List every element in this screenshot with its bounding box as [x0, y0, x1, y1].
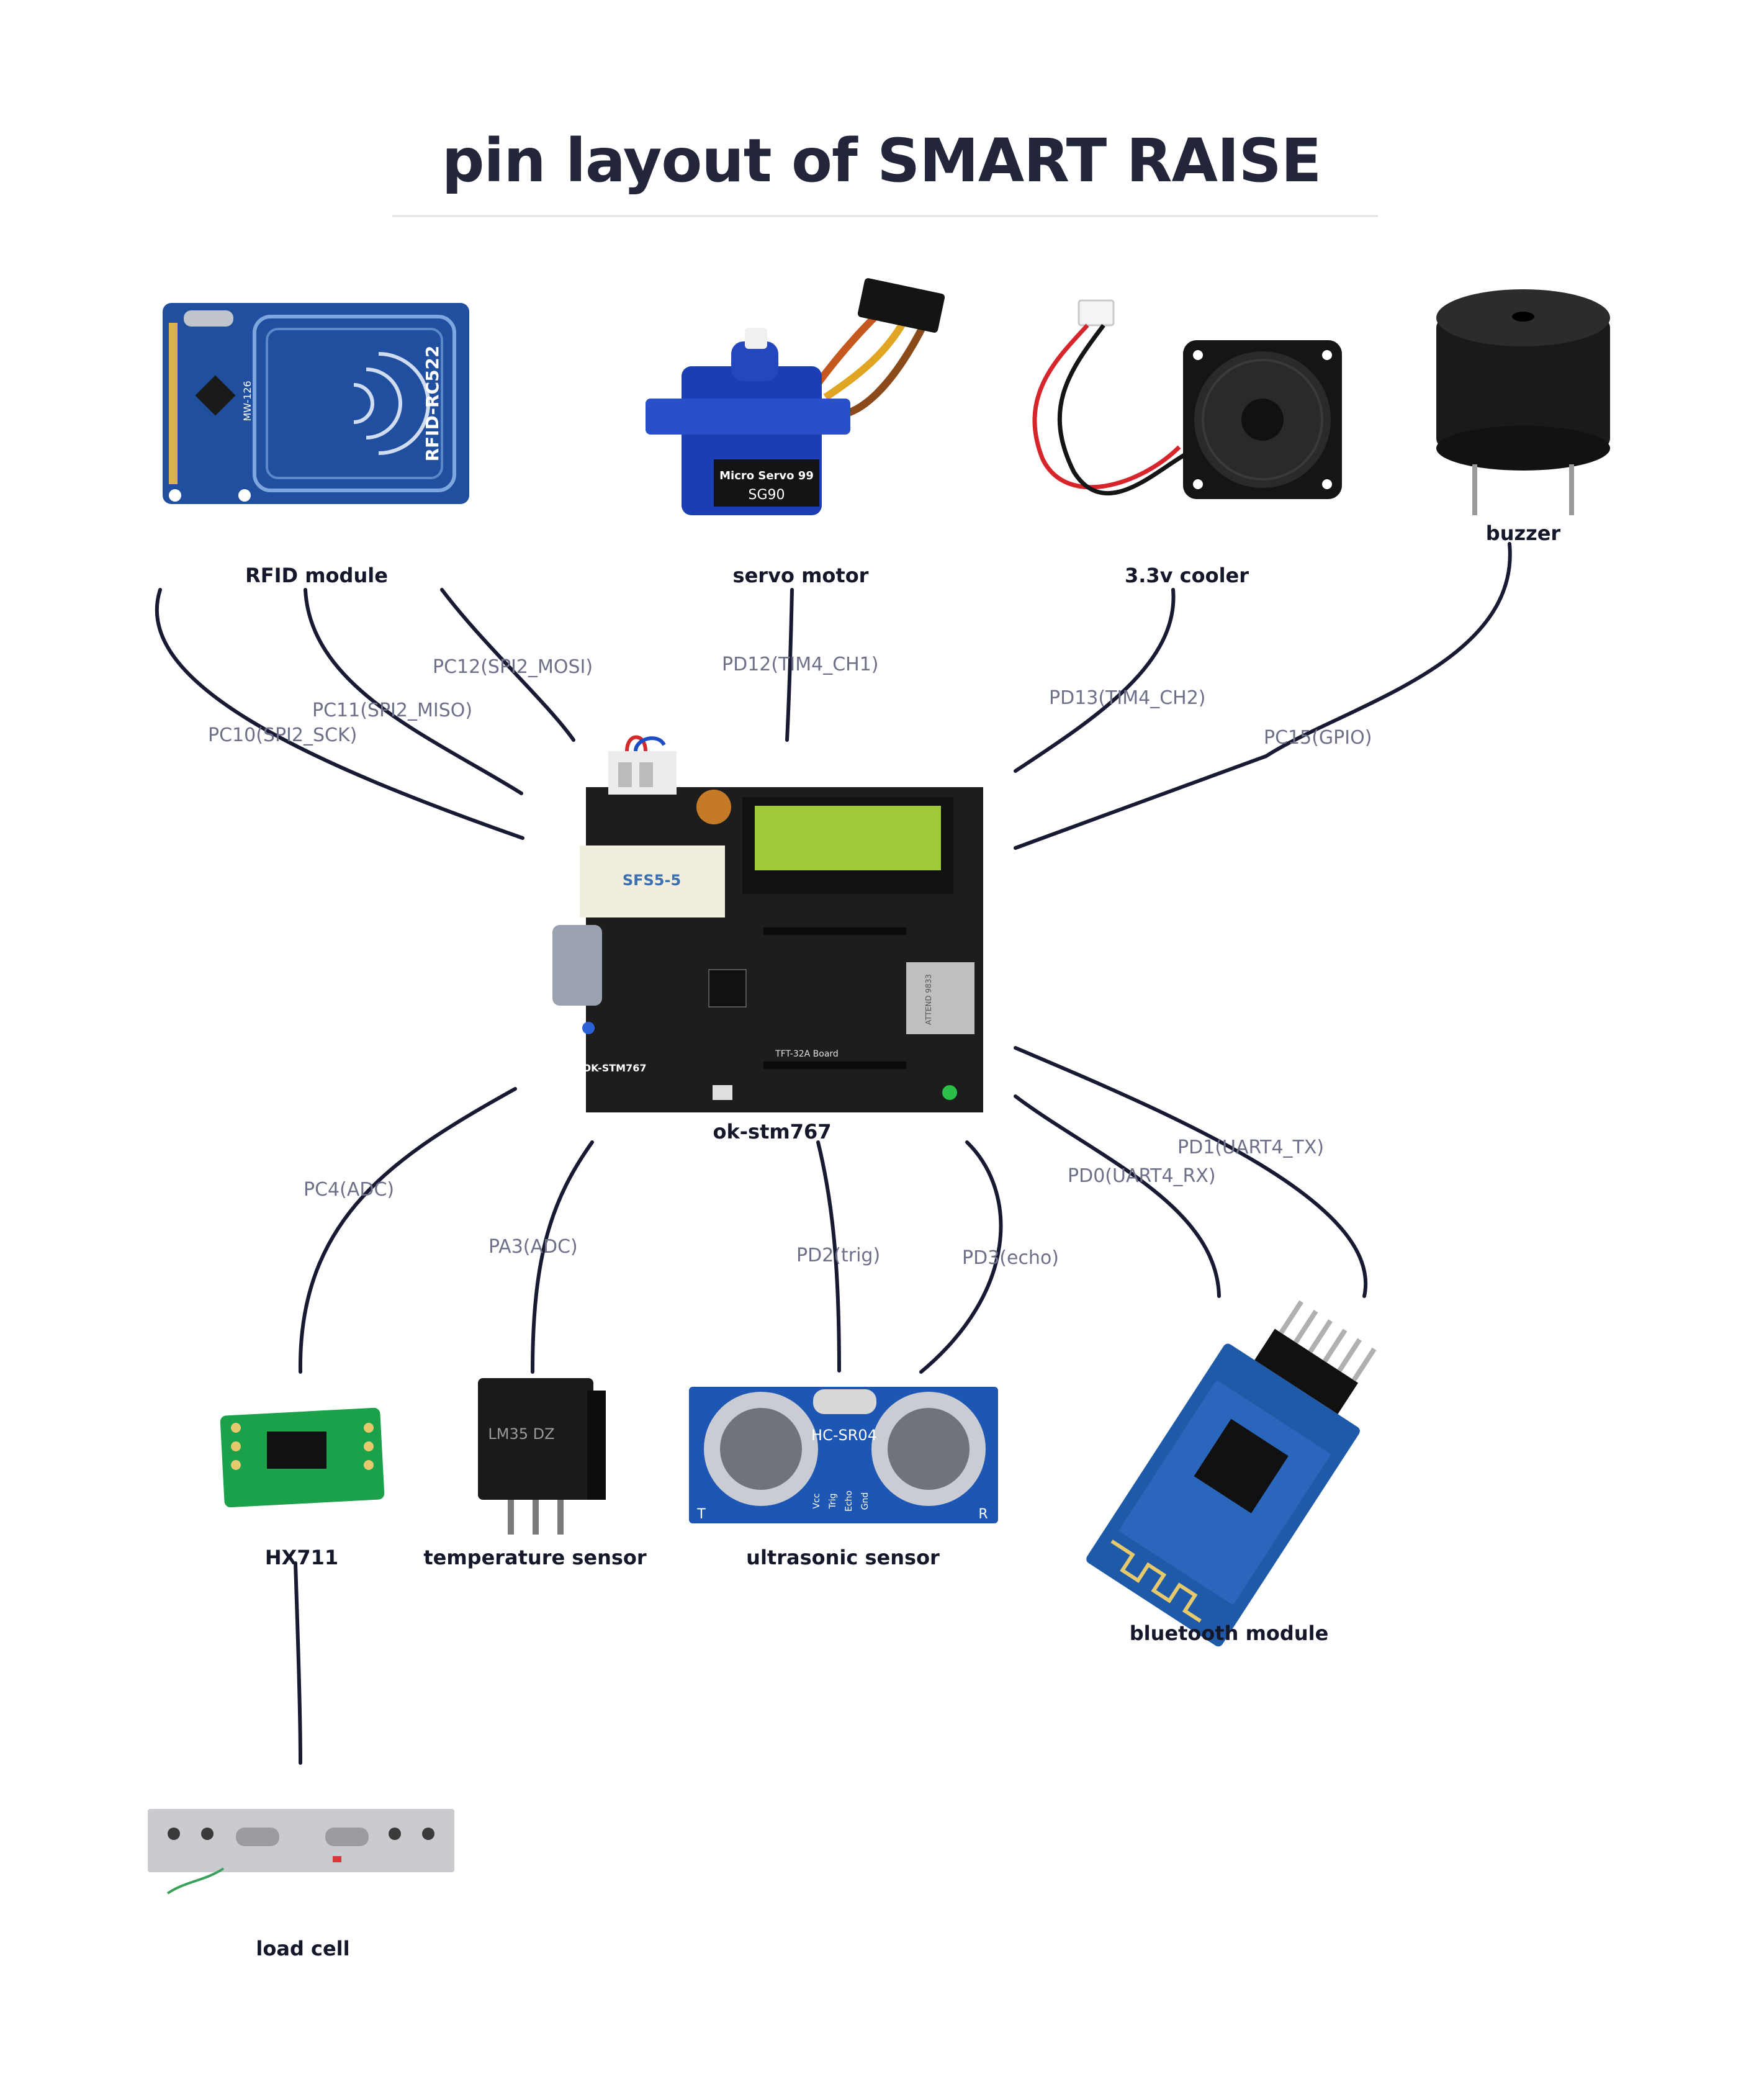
bluetooth-module-label: bluetooth module — [1130, 1621, 1329, 1645]
wire-pa3 — [531, 1140, 594, 1374]
mcu-tft-text: TFT-32A Board — [775, 1049, 839, 1059]
pin-label-pd12: PD12(TIM4_CH1) — [722, 654, 879, 675]
cooler-image — [1032, 299, 1342, 499]
servo-motor-image: Micro Servo 99 SG90 — [646, 278, 945, 515]
wire-pd1 — [1014, 1046, 1368, 1298]
ultra-pin-echo: Echo — [844, 1490, 854, 1512]
pin-label-pd1: PD1(UART4_TX) — [1177, 1137, 1324, 1158]
pin-label-pc12: PC12(SPI2_MOSI) — [433, 656, 593, 678]
rfid-board-text: MW-126 — [241, 381, 253, 421]
buzzer-label: buzzer — [1486, 521, 1561, 545]
ultra-pin-trig: Trig — [828, 1493, 838, 1509]
pin-label-pd0: PD0(UART4_RX) — [1068, 1165, 1216, 1187]
ultra-pin-vcc: Vcc — [812, 1494, 822, 1509]
ultra-pin-gnd: Gnd — [860, 1492, 870, 1510]
wire-pc11 — [304, 588, 523, 795]
temperature-sensor-image: LM35 DZ — [478, 1378, 606, 1535]
rfid-module-label: RFID module — [245, 564, 388, 587]
bluetooth-module-image — [1086, 1300, 1377, 1647]
ultrasonic-sensor-label: ultrasonic sensor — [746, 1546, 940, 1569]
mcu-board-image: SFS5-5 ATTEND 9833 TFT-32A Board OK-STM7… — [552, 735, 983, 1112]
load-cell-label: load cell — [256, 1937, 349, 1960]
buzzer-image — [1436, 289, 1610, 515]
pin-label-pc4: PC4(ADC) — [304, 1179, 394, 1201]
servo-model-text: SG90 — [748, 487, 785, 503]
ultra-chip-text: HC-SR04 — [811, 1427, 877, 1444]
pin-label-pc15: PC15(GPIO) — [1264, 727, 1372, 749]
pin-label-pc11: PC11(SPI2_MISO) — [312, 700, 472, 721]
temperature-sensor-label: temperature sensor — [423, 1546, 647, 1569]
pin-labels: PC12(SPI2_MOSI) PC11(SPI2_MISO) PC10(SPI… — [208, 654, 1372, 1269]
wires — [155, 542, 1512, 1765]
mcu-board-text: OK-STM767 — [582, 1062, 646, 1074]
wire-pc10 — [155, 588, 524, 840]
wire-pc15 — [1014, 542, 1512, 850]
wire-hx711-loadcell — [294, 1561, 302, 1765]
wire-pd2 — [816, 1140, 841, 1373]
pin-label-pa3: PA3(ADC) — [488, 1236, 578, 1258]
wire-pc4 — [298, 1087, 517, 1374]
wire-pd3 — [919, 1140, 1003, 1374]
cooler-label: 3.3v cooler — [1125, 564, 1249, 587]
temp-chip-text: LM35 DZ — [488, 1425, 554, 1443]
wire-pd13 — [1014, 588, 1176, 773]
rfid-chip-text: RFID-RC522 — [422, 345, 443, 461]
rfid-module-image: RFID-RC522 MW-126 — [163, 303, 469, 504]
wire-pc12 — [440, 588, 575, 742]
pin-label-pc10: PC10(SPI2_SCK) — [208, 724, 357, 746]
ultrasonic-sensor-image: HC-SR04 Vcc Trig Echo Gnd T R — [689, 1387, 998, 1523]
ultra-t-text: T — [696, 1507, 706, 1522]
mcu-sd-text: ATTEND 9833 — [924, 974, 933, 1025]
load-cell-image — [148, 1809, 454, 1895]
mcu-label: ok-stm767 — [713, 1120, 831, 1143]
wire-pd12 — [785, 588, 794, 742]
mcu-psu-text: SFS5-5 — [623, 872, 681, 889]
servo-motor-label: servo motor — [733, 564, 869, 587]
pin-label-pd2: PD2(trig) — [796, 1245, 880, 1266]
wire-pd0 — [1014, 1094, 1221, 1298]
hx711-label: HX711 — [265, 1546, 338, 1569]
servo-body-text: Micro Servo 99 — [719, 469, 814, 482]
pin-label-pd13: PD13(TIM4_CH2) — [1049, 687, 1206, 709]
diagram-title: pin layout of SMART RAISE — [442, 126, 1321, 196]
ultra-r-text: R — [978, 1507, 988, 1522]
pin-label-pd3: PD3(echo) — [962, 1247, 1059, 1269]
hx711-image — [220, 1407, 385, 1508]
